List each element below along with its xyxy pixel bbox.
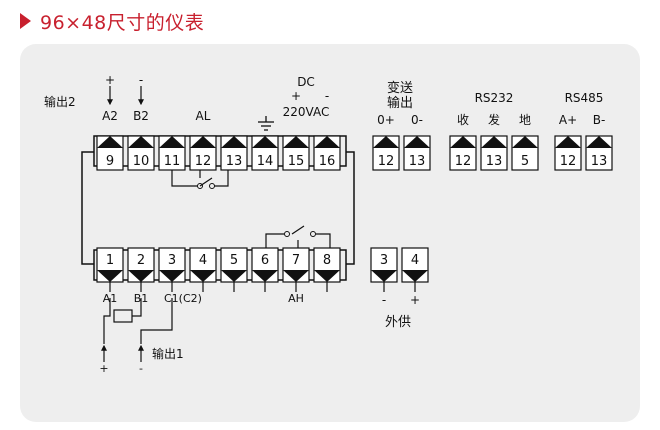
terminal-12: 12 bbox=[189, 135, 217, 171]
terminal-2: 2 bbox=[127, 247, 155, 283]
rs232-label-0: 收 bbox=[457, 113, 469, 127]
rs485-terminal-0: 12 bbox=[554, 135, 582, 171]
page-title: 96×48尺寸的仪表 bbox=[40, 12, 205, 34]
terminal-8: 8 bbox=[313, 247, 341, 283]
terminal-12-number: 12 bbox=[195, 154, 212, 169]
terminal-8-number: 8 bbox=[323, 253, 331, 268]
rs232-terminal-2: 5 bbox=[511, 135, 539, 171]
terminal-13-number: 13 bbox=[226, 154, 243, 169]
rs232-terminal-0-number: 12 bbox=[455, 154, 472, 169]
terminal-16-label-0: - bbox=[325, 89, 329, 103]
terminal-15-label-0: + bbox=[291, 89, 301, 103]
terminal-10: 10 bbox=[127, 135, 155, 171]
ext-terminal-3: 3 bbox=[370, 247, 398, 283]
transmit-terminal-0-number: 12 bbox=[378, 154, 395, 169]
transmit-terminal-1: 13 bbox=[403, 135, 431, 171]
terminal-5: 5 bbox=[220, 247, 248, 283]
rs485-label-0: A+ bbox=[559, 113, 577, 127]
rs485-label-1: B- bbox=[593, 113, 606, 127]
output2-label: 输出2 bbox=[44, 94, 76, 109]
terminal-3-number: 3 bbox=[168, 253, 176, 268]
transmit-terminal-0: 12 bbox=[372, 135, 400, 171]
terminal-12-label-0: AL bbox=[196, 109, 211, 123]
terminal-15-number: 15 bbox=[288, 154, 305, 169]
rs232-label-2: 地 bbox=[519, 113, 531, 127]
terminal-7: 7 bbox=[282, 247, 310, 283]
rs232-terminal-1-number: 13 bbox=[486, 154, 503, 169]
transmit-label-line2: 输出 bbox=[387, 95, 413, 111]
terminal-9: 9 bbox=[96, 135, 124, 171]
header: 96×48尺寸的仪表 bbox=[0, 0, 660, 40]
terminal-16-number: 16 bbox=[319, 154, 336, 169]
rs485-label: RS485 bbox=[565, 91, 604, 105]
output1-label: 输出1 bbox=[152, 346, 184, 361]
transmit-label-0: 0+ bbox=[377, 113, 395, 127]
terminal-14: 14 bbox=[251, 135, 279, 171]
terminal-5-number: 5 bbox=[230, 253, 238, 268]
rs485-terminal-0-number: 12 bbox=[560, 154, 577, 169]
output1-circuit bbox=[101, 298, 173, 362]
terminal-3-label-0: C1(C2) bbox=[164, 292, 202, 305]
terminal-9-label-0: + bbox=[105, 73, 115, 87]
terminal-14-number: 14 bbox=[257, 154, 274, 169]
red-triangle-icon bbox=[20, 13, 31, 29]
ext-supply-label-1: + bbox=[410, 293, 420, 307]
ah-relay-contact bbox=[265, 225, 331, 248]
rs485-terminal-1-number: 13 bbox=[591, 154, 608, 169]
terminal-7-number: 7 bbox=[292, 253, 300, 268]
terminal-10-number: 10 bbox=[133, 154, 150, 169]
rs232-terminal-1: 13 bbox=[480, 135, 508, 171]
dc-label: DC bbox=[297, 75, 315, 89]
ground-icon bbox=[258, 116, 274, 131]
diagram-panel bbox=[20, 44, 640, 422]
terminal-15: 15 bbox=[282, 135, 310, 171]
top-terminal-strip: 9 + A2 10 - B2 11 12 AL 13 14 15 +16 - bbox=[93, 73, 347, 171]
terminal-11: 11 bbox=[158, 135, 186, 171]
transmit-label-1: 0- bbox=[411, 113, 423, 127]
terminal-9-label-1: A2 bbox=[102, 109, 118, 123]
al-relay-contact bbox=[171, 170, 229, 189]
terminal-1: 1 bbox=[96, 247, 124, 283]
terminal-9-number: 9 bbox=[106, 154, 114, 169]
output1-minus: - bbox=[139, 362, 143, 375]
rs232-label: RS232 bbox=[475, 91, 514, 105]
terminal-1-number: 1 bbox=[106, 253, 114, 268]
terminal-16: 16 bbox=[313, 135, 341, 171]
terminal-3: 3 bbox=[158, 247, 186, 283]
terminal-6-number: 6 bbox=[261, 253, 269, 268]
terminal-10-label-0: - bbox=[139, 73, 143, 87]
terminal-4-number: 4 bbox=[199, 253, 207, 268]
ext-supply-label-0: - bbox=[382, 293, 386, 307]
terminal-6: 6 bbox=[251, 247, 279, 283]
terminal-7-label-0: AH bbox=[288, 292, 304, 305]
ext-terminal-4: 4 bbox=[401, 247, 429, 283]
terminal-2-number: 2 bbox=[137, 253, 145, 268]
terminal-11-number: 11 bbox=[164, 154, 181, 169]
rs232-label-1: 发 bbox=[488, 112, 500, 127]
ext-supply-label: 外供 bbox=[385, 315, 411, 330]
output2-arrows bbox=[107, 86, 144, 106]
power-label: 220VAC bbox=[283, 105, 330, 119]
terminal-4: 4 bbox=[189, 247, 217, 283]
output1-plus: + bbox=[99, 362, 108, 375]
rs232-terminal-2-number: 5 bbox=[521, 154, 529, 169]
ext-terminal-3-number: 3 bbox=[380, 253, 388, 268]
terminal-13: 13 bbox=[220, 135, 248, 171]
terminal-10-label-1: B2 bbox=[133, 109, 149, 123]
transmit-label-line1: 变送 bbox=[387, 80, 413, 96]
transmit-terminal-1-number: 13 bbox=[409, 154, 426, 169]
rs232-terminal-0: 12 bbox=[449, 135, 477, 171]
rs485-terminal-1: 13 bbox=[585, 135, 613, 171]
ext-terminal-4-number: 4 bbox=[411, 253, 419, 268]
housing-outline bbox=[81, 151, 355, 265]
